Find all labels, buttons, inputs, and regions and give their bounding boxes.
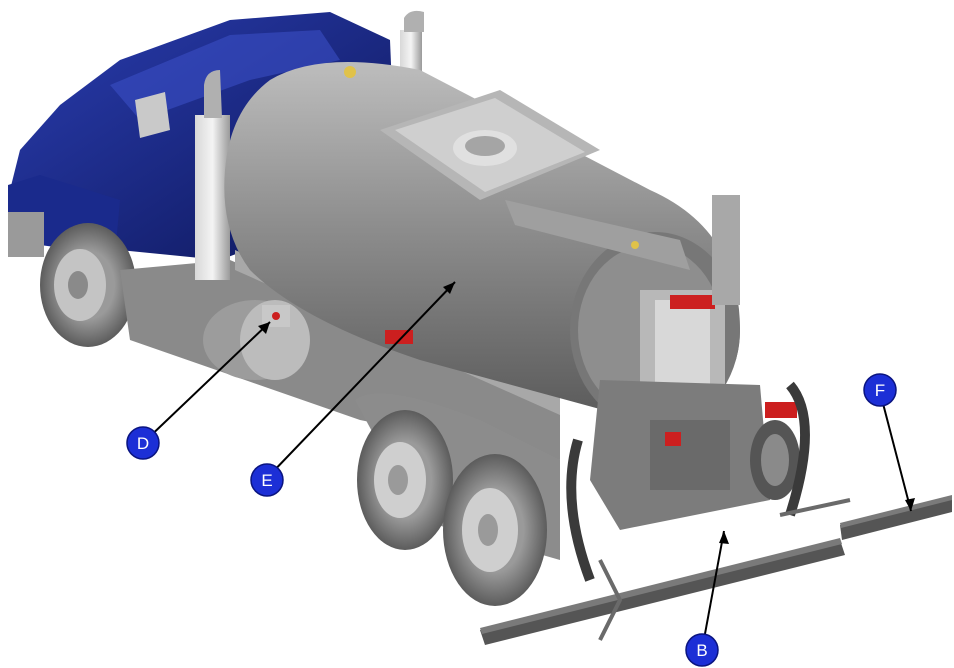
callout-d: D	[126, 426, 160, 460]
svg-text:B: B	[696, 641, 707, 660]
svg-text:E: E	[261, 471, 272, 490]
exhaust-stack-left	[195, 115, 230, 280]
hose-left	[566, 438, 595, 582]
rear-wheels	[355, 393, 560, 606]
front-wheel	[40, 223, 136, 347]
callout-f: F	[863, 373, 897, 407]
rear-equipment	[385, 195, 810, 582]
mirror-icon	[135, 92, 170, 138]
callout-b: B	[685, 633, 719, 667]
svg-text:D: D	[137, 434, 149, 453]
leader-line-e	[266, 281, 456, 479]
svg-text:F: F	[875, 381, 885, 400]
leader-line-f	[879, 391, 912, 512]
hose-right	[785, 381, 810, 517]
spray-bar-center	[480, 538, 845, 645]
callout-e: E	[250, 463, 284, 497]
leader-line-d	[142, 321, 271, 444]
leader-line-b	[701, 530, 725, 651]
spray-bar-extension	[779, 495, 952, 540]
manifold-valve	[203, 300, 310, 380]
